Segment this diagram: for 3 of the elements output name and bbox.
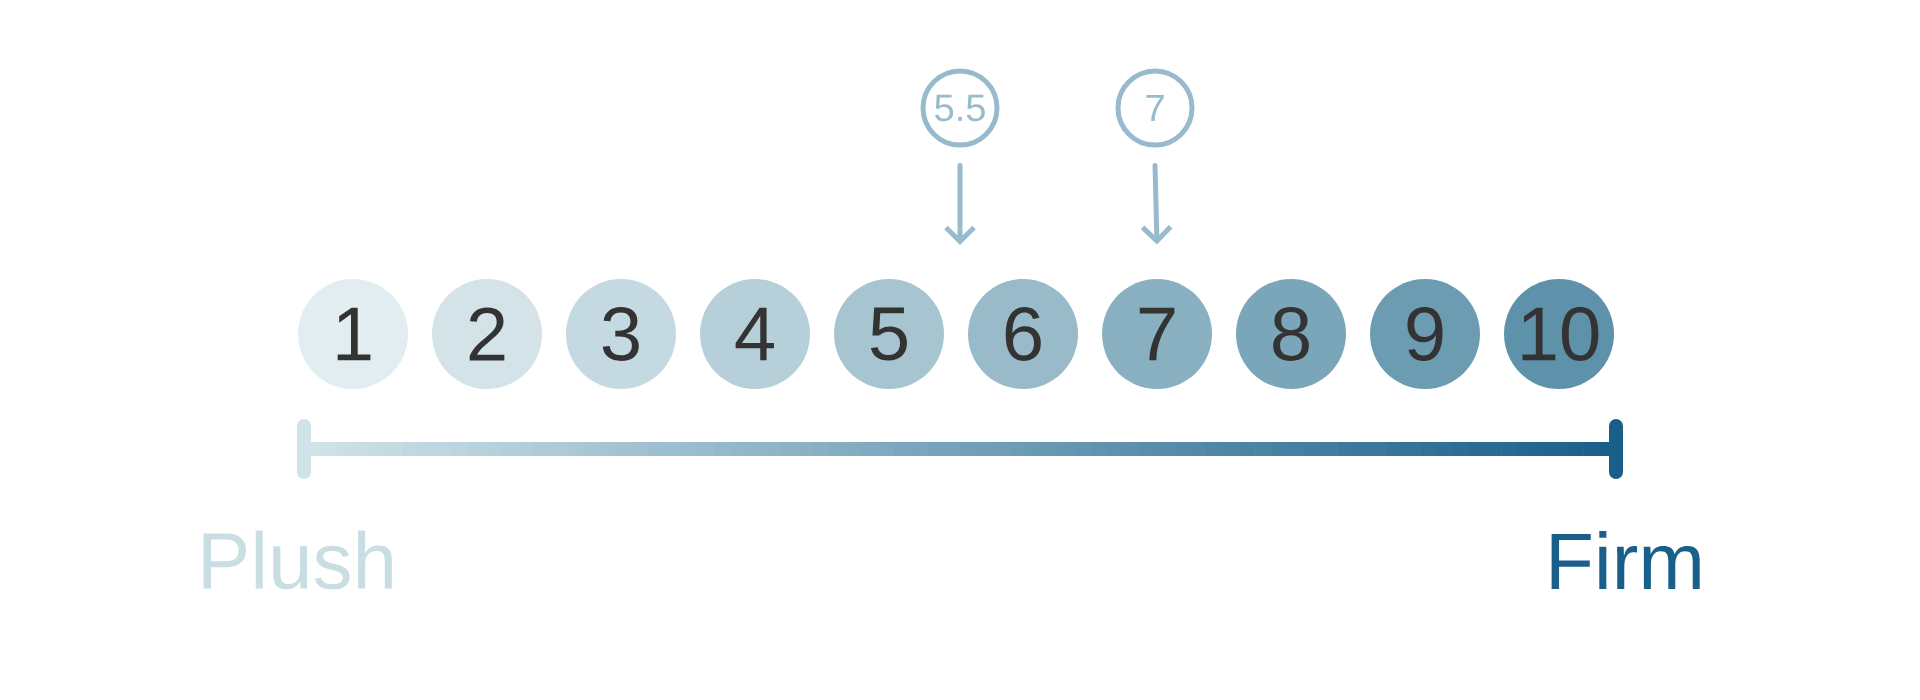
arrow — [1140, 163, 1173, 245]
scale-end-label: Firm — [1551, 531, 1700, 589]
arrow — [944, 163, 976, 245]
